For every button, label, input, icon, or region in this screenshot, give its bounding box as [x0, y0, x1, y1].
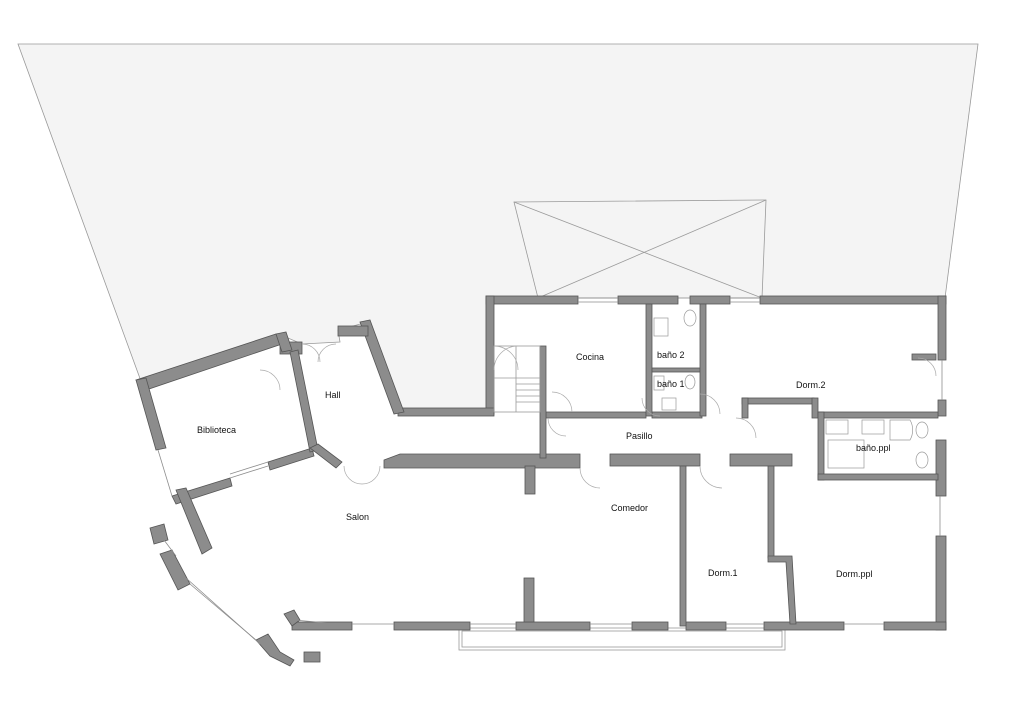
label-biblioteca: Biblioteca	[197, 425, 236, 435]
label-bano-1: baño 1	[657, 379, 685, 389]
label-dorm-1: Dorm.1	[708, 568, 738, 578]
label-cocina: Cocina	[576, 352, 604, 362]
label-pasillo: Pasillo	[626, 431, 653, 441]
windows	[157, 297, 943, 645]
label-comedor: Comedor	[611, 503, 648, 513]
label-hall: Hall	[325, 390, 341, 400]
bathroom-fixtures	[653, 309, 929, 469]
garden-area	[17, 43, 979, 414]
door-swings	[259, 343, 937, 489]
staircase	[493, 345, 541, 413]
room-labels: Biblioteca Hall Cocina baño 2 baño 1 Dor…	[197, 350, 891, 579]
label-salon: Salon	[346, 512, 369, 522]
label-bano-ppl: baño.ppl	[856, 443, 891, 453]
balcony	[458, 627, 786, 651]
label-bano-2: baño 2	[657, 350, 685, 360]
label-dorm-ppl: Dorm.ppl	[836, 569, 873, 579]
label-dorm-2: Dorm.2	[796, 380, 826, 390]
exterior-walls	[135, 295, 947, 667]
